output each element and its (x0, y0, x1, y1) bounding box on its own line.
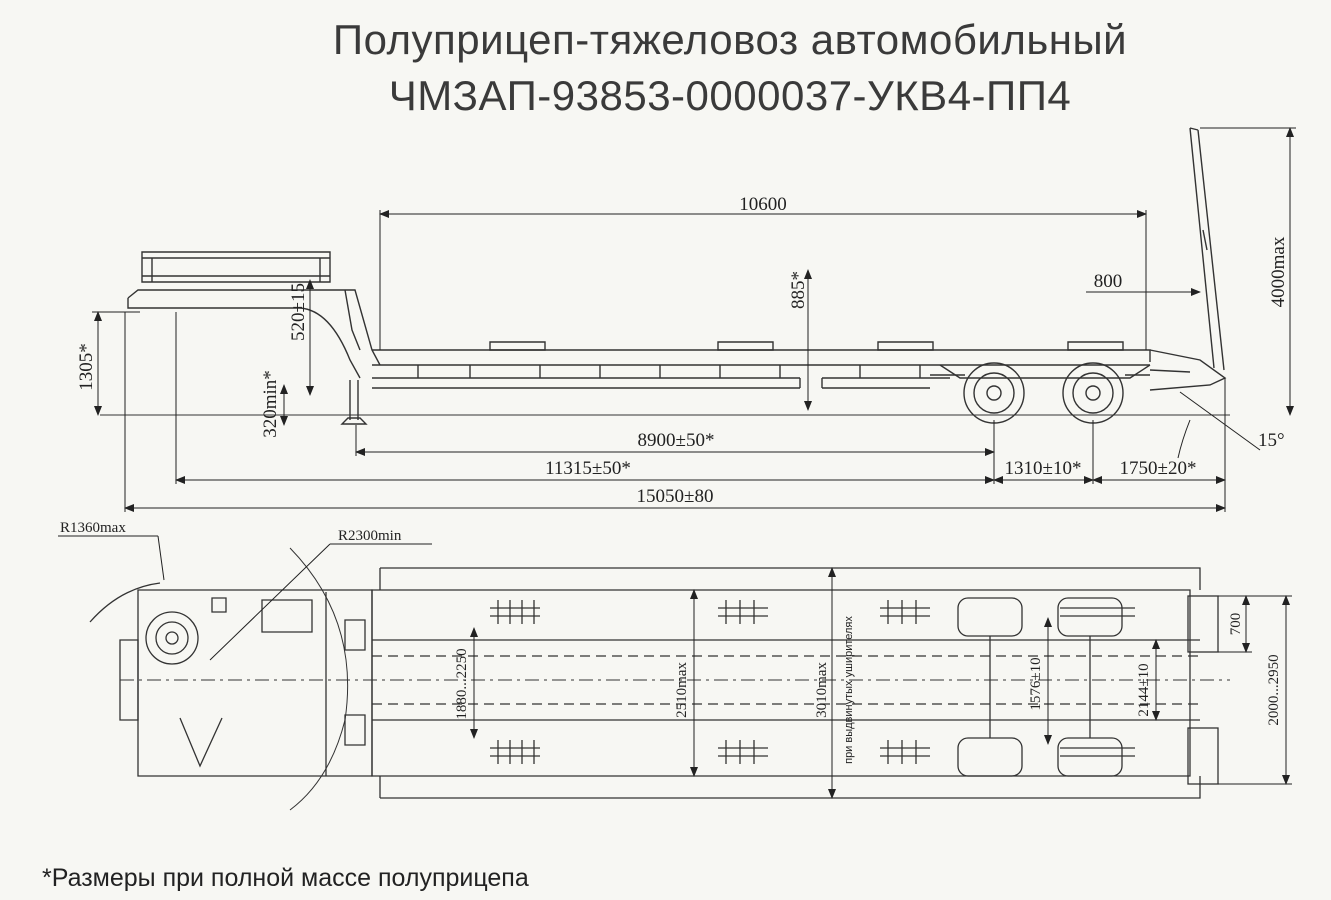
dim-15deg: 15° (1258, 430, 1285, 451)
footnote: *Размеры при полной массе полуприцепа (42, 864, 529, 892)
dim-10600: 10600 (739, 194, 787, 215)
dim-320min: 320min* (260, 370, 281, 438)
dim-3010max: 3010max (814, 662, 830, 718)
dim-1750: 1750±20* (1120, 458, 1197, 479)
gooseneck-top (119, 589, 373, 777)
rear-axle-1-wheel (963, 362, 1025, 424)
rear-axle-2-wheel (1062, 362, 1124, 424)
dim-2000-2950: 2000...2950 (1266, 654, 1282, 725)
dim-1305: 1305* (76, 343, 97, 391)
top-dimensions (58, 535, 1292, 799)
dim-15050: 15050±80 (637, 486, 714, 507)
dim-1310: 1310±10* (1005, 458, 1082, 479)
dim-4000max: 4000max (1268, 236, 1289, 307)
ramps-top (1187, 595, 1219, 785)
dim-885: 885* (788, 271, 809, 309)
dim-1576: 1576±10 (1028, 657, 1044, 710)
dim-1880-2250: 1880...2250 (454, 648, 470, 719)
dim-2510max: 2510max (674, 662, 690, 718)
gooseneck (127, 251, 381, 379)
title-line-1: Полуприцеп-тяжеловоз автомобильный (332, 16, 1128, 63)
dim-8900: 8900±50* (638, 430, 715, 451)
dim-800: 800 (1094, 271, 1123, 292)
side-view (100, 127, 1230, 425)
rear-end (1149, 349, 1227, 391)
ramp (1189, 127, 1225, 371)
low-deck (372, 341, 1151, 389)
dim-r2300: R2300min (338, 528, 402, 544)
dim-2144: 2144±10 (1136, 663, 1152, 716)
dim-r1360: R1360max (60, 520, 126, 536)
landing-leg (340, 380, 368, 425)
title-line-2: ЧМЗАП-93853-0000037-УКВ4-ПП4 (388, 72, 1072, 119)
dim-11315: 11315±50* (545, 458, 631, 479)
dim-700: 700 (1228, 613, 1244, 636)
dim-520: 520±15 (288, 283, 309, 341)
extended-note: при выдвинутых уширителях (843, 616, 855, 764)
top-view (89, 547, 1230, 811)
rear-wheels-top (957, 597, 1123, 777)
side-dimensions (92, 127, 1296, 512)
